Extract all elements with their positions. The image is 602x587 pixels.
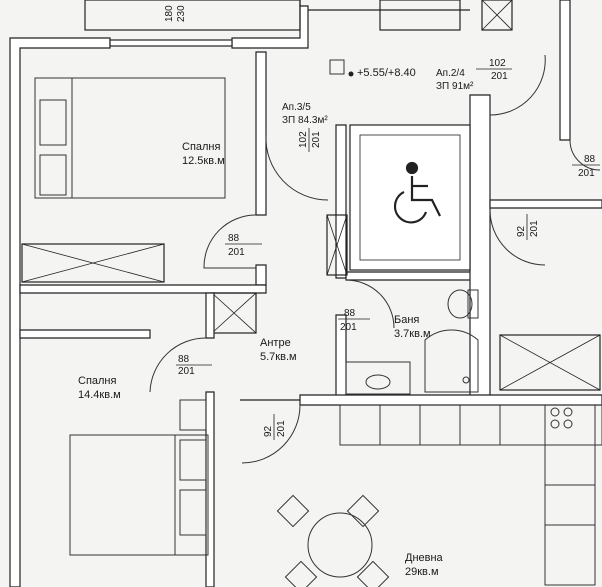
- walls: [9, 0, 602, 587]
- door-dim: 88 201: [176, 354, 212, 377]
- svg-text:88: 88: [584, 154, 596, 165]
- door-swing-e: [149, 337, 207, 393]
- room-name: Дневна: [405, 552, 444, 564]
- top-dim-upper: 180: [164, 5, 175, 22]
- svg-text:201: 201: [228, 247, 245, 258]
- apartment-divider-wall: [469, 94, 491, 401]
- bedroom2-right-wall: [205, 391, 215, 587]
- door-swing-d: [345, 279, 395, 329]
- unit-a-area: ЗП 84.3м²: [282, 115, 328, 126]
- unit-b-area: ЗП 91м²: [436, 81, 474, 92]
- svg-text:201: 201: [178, 366, 195, 377]
- labels: 180 230 +5.55/+8.40 Ап.3/5 ЗП 84.3м² Ап.…: [78, 5, 474, 578]
- room-area: 12.5кв.м: [182, 155, 225, 167]
- svg-text:102: 102: [489, 58, 506, 69]
- room-name: Спалня: [182, 141, 221, 153]
- shaft-left-wall: [335, 124, 347, 279]
- door-dim: 88 201: [338, 308, 370, 333]
- room-name: Баня: [394, 314, 419, 326]
- svg-text:201: 201: [276, 420, 287, 437]
- room-area: 3.7кв.м: [394, 328, 431, 340]
- bedroom-divider-wall: [19, 284, 267, 294]
- room-area: 29кв.м: [405, 566, 439, 578]
- door-dim: 88 201: [572, 154, 600, 179]
- wardrobe-1: [21, 243, 165, 283]
- svg-text:88: 88: [344, 308, 356, 319]
- door-dim: 92 201: [263, 414, 287, 440]
- room-area: 5.7кв.м: [260, 351, 297, 363]
- bed-bedroom2: [69, 399, 209, 556]
- unit-b-name: Ап.2/4: [436, 68, 465, 79]
- elevator-shaft: [349, 124, 471, 271]
- door-swings: [149, 54, 601, 464]
- door-dimensions: 102 201 102 201 88 201 88 201 88 201 88 …: [176, 58, 600, 440]
- sink: [345, 361, 411, 395]
- svg-text:201: 201: [491, 71, 508, 82]
- furniture: [34, 59, 602, 587]
- door-swing-a: [265, 134, 329, 201]
- svg-text:201: 201: [311, 131, 322, 148]
- elevation-marker: [348, 71, 354, 77]
- wheelchair-icon: [393, 161, 441, 224]
- door-swing-f: [241, 404, 301, 464]
- elevation-label: +5.55/+8.40: [357, 67, 416, 79]
- living-top-wall: [299, 394, 602, 406]
- door-dim: 102 201: [476, 58, 512, 82]
- room-name: Спалня: [78, 375, 117, 387]
- svg-text:92: 92: [516, 225, 527, 237]
- door-dim: 102 201: [298, 128, 322, 152]
- svg-text:201: 201: [529, 220, 540, 237]
- bed-bedroom1: [34, 77, 226, 199]
- dining-table: [276, 494, 390, 587]
- outer-left-wall: [9, 37, 111, 587]
- svg-text:88: 88: [178, 354, 190, 365]
- door-swing-h: [569, 139, 601, 171]
- toilet: [447, 289, 479, 319]
- room-name: Антре: [260, 337, 291, 349]
- top-wall-right: [231, 5, 309, 49]
- bath-top-wall: [345, 271, 483, 281]
- door-swing-g: [489, 209, 546, 266]
- kitchen-counter: [339, 404, 602, 586]
- unit-a-name: Ап.3/5: [282, 102, 311, 113]
- door-swing-c: [203, 214, 257, 269]
- svg-text:92: 92: [263, 425, 274, 437]
- door-dim: 92 201: [516, 214, 540, 240]
- svg-text:201: 201: [578, 168, 595, 179]
- door-swing-b: [489, 54, 546, 116]
- wardrobe-right: [499, 334, 601, 391]
- window-top: [109, 39, 233, 47]
- svg-text:102: 102: [298, 131, 309, 148]
- shower: [424, 329, 479, 393]
- door-dim: 88 201: [225, 233, 262, 258]
- top-dim-lower: 230: [176, 5, 187, 22]
- svg-text:88: 88: [228, 233, 240, 244]
- svg-text:201: 201: [340, 322, 357, 333]
- bedroom1-right-wall: [255, 51, 267, 216]
- room-area: 14.4кв.м: [78, 389, 121, 401]
